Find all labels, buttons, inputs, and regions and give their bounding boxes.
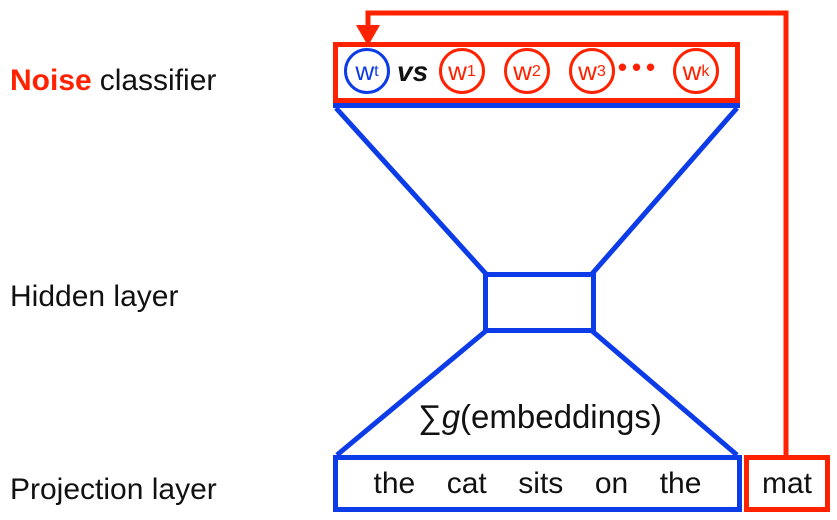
feedback-arrow-line (365, 10, 789, 455)
noise-word-symbol: w (682, 56, 702, 86)
noise-word-subscript: 3 (596, 61, 606, 80)
context-word: on (594, 466, 629, 500)
lower-funnel-right-edge (589, 328, 739, 457)
noise-word-subscript: k (701, 61, 710, 80)
noise-label-red-part: Noise (10, 64, 92, 97)
context-word: sits (518, 466, 564, 500)
formula-args: (embeddings) (460, 398, 662, 435)
hidden-layer-box (483, 272, 596, 333)
noise-word-symbol: w (578, 56, 597, 86)
versus-label: vs (397, 56, 429, 87)
context-word: the (373, 466, 416, 500)
noise-word-symbol: w (513, 56, 532, 86)
context-word: the (659, 466, 702, 500)
sum-symbol: ∑ (418, 398, 442, 435)
lower-funnel-left-edge (335, 328, 489, 457)
target-word-box: mat (744, 455, 830, 512)
embeddings-formula: ∑g(embeddings) (380, 398, 700, 436)
formula-function: g (441, 398, 461, 435)
noise-word-subscript: 2 (531, 61, 541, 80)
hidden-layer-label: Hidden layer (10, 280, 179, 313)
ellipsis-dots: ••• (617, 52, 661, 82)
noise-word-subscript: 1 (466, 61, 476, 80)
target-word-subscript: t (374, 61, 379, 80)
target-word: mat (761, 466, 812, 500)
context-word: cat (446, 466, 487, 500)
upper-funnel-left-edge (334, 106, 489, 277)
target-word-symbol: w (355, 56, 375, 86)
upper-funnel-right-edge (589, 106, 739, 277)
projection-layer-label: Projection layer (10, 473, 217, 506)
noise-word-symbol: w (448, 56, 467, 86)
noise-label-black-part: classifier (99, 64, 217, 97)
feedback-arrowhead-icon (356, 25, 380, 46)
noise-classifier-box (333, 42, 740, 103)
projection-layer-box: the cat sits on the (333, 455, 742, 512)
